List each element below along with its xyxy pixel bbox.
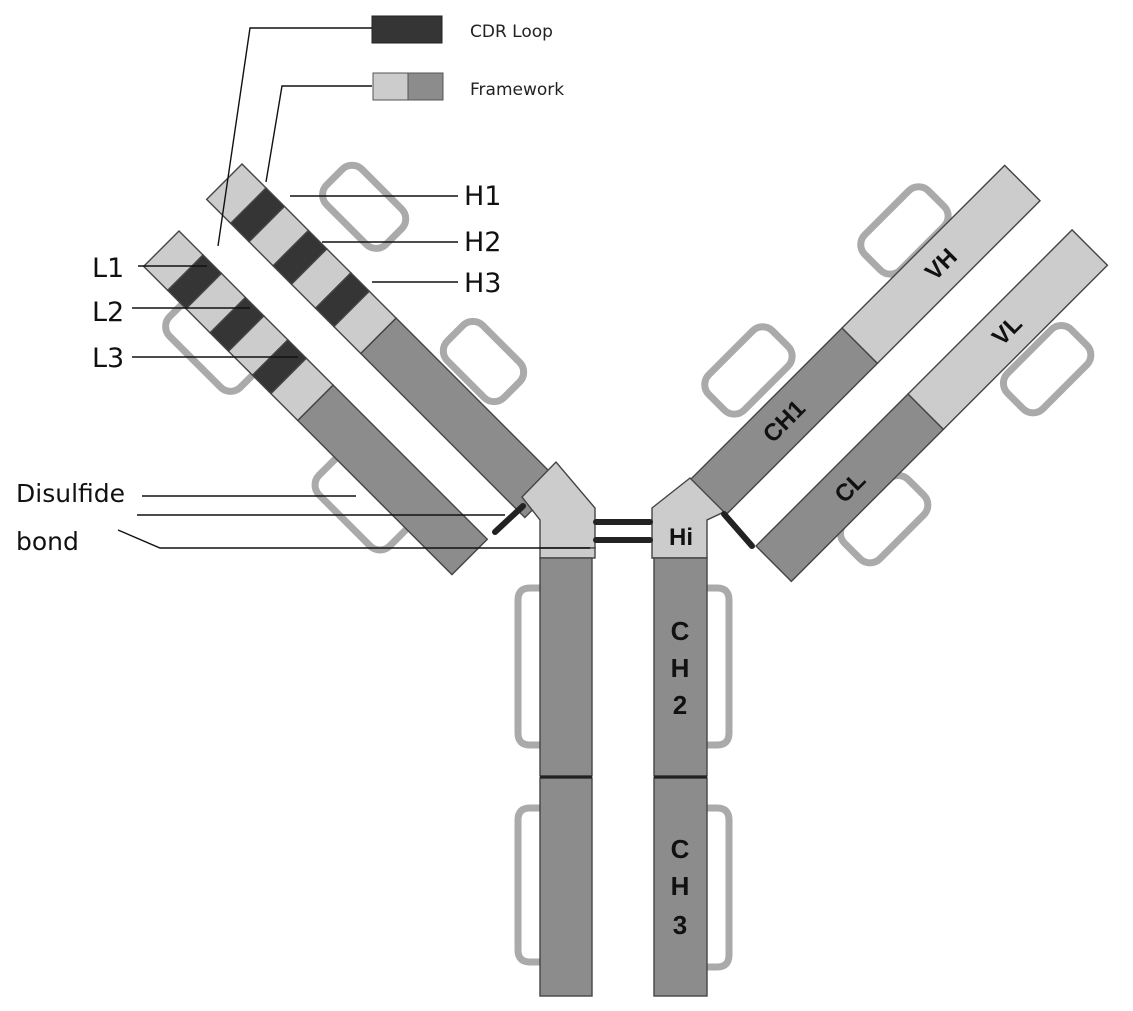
loop-vl-right (999, 321, 1095, 417)
loop-ch2-left (514, 584, 540, 749)
legend-framework-light-swatch (372, 72, 409, 101)
left-light-chain (142, 230, 489, 576)
right-light-chain: CL VL (755, 228, 1109, 583)
h1-label: H1 (464, 181, 501, 212)
ch2-label-2: 2 (673, 690, 687, 720)
ch2-label-c: C (671, 616, 690, 646)
light-cdr-labels: L1 L2 L3 (92, 253, 298, 374)
disulfide-leader-3 (117, 529, 590, 549)
loop-ch1-left (439, 317, 528, 406)
cl-left-domain (296, 384, 489, 576)
legend: CDR Loop Framework (371, 15, 564, 101)
loop-ch1-right (701, 323, 796, 418)
cdr-legend-leader (217, 27, 372, 247)
fc-stem: C H 2 C H 3 (539, 547, 708, 997)
loop-ch3-left (514, 804, 540, 966)
ch2-left-domain (539, 557, 593, 777)
l2-label: L2 (92, 297, 124, 328)
vh-right-domain (841, 164, 1042, 365)
legend-cdr-label: CDR Loop (470, 22, 553, 42)
legend-cdr-swatch (371, 15, 443, 44)
loop-vh-left (319, 161, 410, 252)
right-hinge (651, 477, 726, 559)
left-interchain-bond (492, 503, 526, 535)
l1-label: L1 (92, 253, 124, 284)
disulfide-bonds (492, 503, 755, 549)
right-heavy-chain: CH1 VH (689, 164, 1042, 517)
hinge-label: Hi (669, 524, 693, 551)
ch2-label-h: H (671, 653, 690, 683)
l3-label: L3 (92, 343, 124, 374)
disulfide-label-line2: bond (16, 527, 79, 556)
ch3-label-c: C (671, 834, 690, 864)
left-heavy-chain (205, 163, 562, 519)
framework-legend-leader (265, 85, 372, 183)
ch3-left-domain (539, 777, 593, 997)
vl-right-domain (907, 228, 1109, 431)
legend-framework-dark-swatch (407, 72, 444, 101)
loop-ch2-right (707, 584, 733, 749)
disulfide-label-group: Disulfide bond (16, 479, 590, 556)
h2-label: H2 (464, 227, 501, 258)
disulfide-label-line1: Disulfide (16, 479, 125, 508)
h3-label: H3 (464, 268, 501, 299)
right-interchain-bond (721, 511, 755, 549)
legend-framework-label: Framework (470, 80, 564, 100)
ch3-label-3: 3 (673, 910, 687, 940)
ch3-label-h: H (671, 871, 690, 901)
left-hinge-lower (539, 547, 596, 559)
loop-ch3-right (707, 804, 733, 971)
heavy-cdr-labels: H1 H2 H3 (290, 181, 501, 299)
